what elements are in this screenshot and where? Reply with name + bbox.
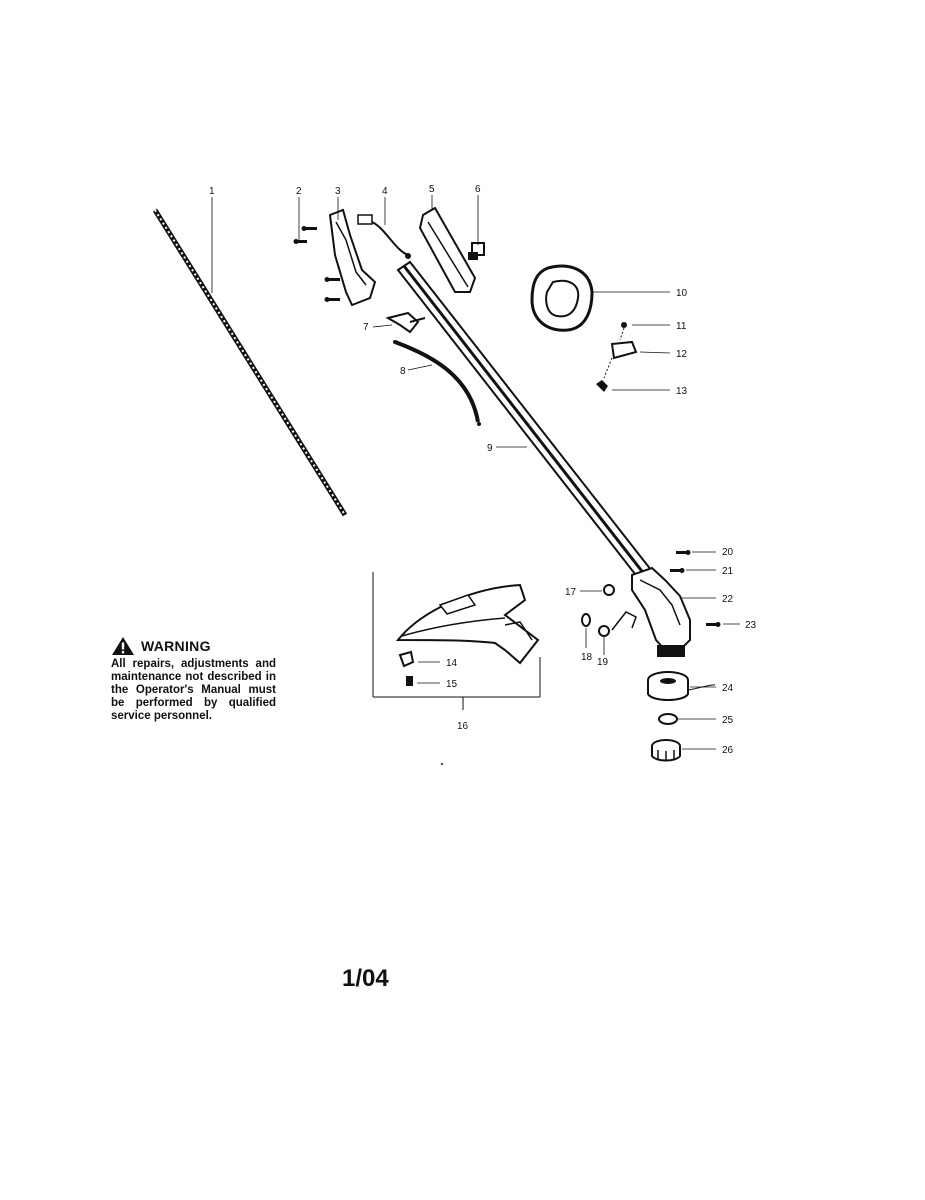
- label-17: 17: [565, 587, 577, 598]
- label-12: 12: [676, 349, 688, 360]
- warning-notice: WARNING All repairs, adjustments and mai…: [111, 636, 276, 723]
- part-gear-housing: [631, 566, 691, 657]
- label-22: 22: [722, 594, 734, 605]
- part-loop-clamp: [603, 340, 638, 379]
- part-loop-handle: [530, 264, 594, 332]
- part-washer: [598, 611, 637, 637]
- warning-header: WARNING: [111, 636, 276, 656]
- label-8: 8: [400, 366, 406, 377]
- label-9: 9: [487, 443, 493, 454]
- part-switch-wire: [357, 214, 411, 259]
- label-10: 10: [676, 288, 688, 299]
- part-line-cutter: [398, 650, 415, 668]
- label-26: 26: [722, 745, 734, 756]
- label-7: 7: [363, 322, 369, 333]
- part-drive-tube: [396, 260, 657, 585]
- leader-lines: [211, 195, 740, 750]
- label-18: 18: [581, 652, 593, 663]
- part-trimmer-head: [647, 671, 716, 701]
- part-group-bracket: [372, 572, 541, 710]
- part-bump-knob: [651, 739, 681, 762]
- warning-title: WARNING: [141, 638, 211, 654]
- part-throttle-cable: [393, 340, 481, 426]
- part-guard-screw: [406, 676, 413, 686]
- part-grass-guard: [395, 583, 540, 665]
- warning-triangle-icon: [112, 637, 134, 655]
- part-bearing: [581, 613, 591, 627]
- label-11: 11: [676, 321, 687, 332]
- label-5: 5: [429, 184, 435, 195]
- part-handle-cover: [418, 206, 477, 293]
- label-20: 20: [722, 547, 734, 558]
- warning-text: All repairs, adjustments and maintenance…: [111, 658, 276, 722]
- part-handle-housing: [328, 208, 377, 307]
- label-24: 24: [722, 683, 734, 694]
- label-19: 19: [597, 657, 609, 668]
- part-spacer-ring: [658, 713, 678, 725]
- part-screws-gearhead: [670, 550, 721, 627]
- part-throttle-trigger: [385, 311, 426, 334]
- part-number-labels: 1 2 3 4 5 6 7 8 9 10 11 12 13 14 15 16 1…: [209, 184, 757, 756]
- label-25: 25: [722, 715, 734, 726]
- part-bushing: [603, 584, 615, 596]
- part-loop-bolt: [619, 322, 627, 341]
- label-21: 21: [722, 566, 734, 577]
- label-4: 4: [382, 186, 388, 197]
- label-15: 15: [446, 679, 458, 690]
- part-wing-nut: [596, 380, 608, 392]
- label-3: 3: [335, 186, 341, 197]
- part-screws-handle: [293, 226, 340, 302]
- label-13: 13: [676, 386, 688, 397]
- label-1: 1: [209, 186, 215, 197]
- label-2: 2: [296, 186, 302, 197]
- label-23: 23: [745, 620, 757, 631]
- label-16: 16: [457, 721, 469, 732]
- date-code: 1/04: [342, 965, 389, 992]
- label-14: 14: [446, 658, 458, 669]
- part-handle-nut: [468, 242, 485, 260]
- stray-mark: [441, 763, 443, 765]
- part-flex-shaft: [152, 208, 348, 517]
- label-6: 6: [475, 184, 481, 195]
